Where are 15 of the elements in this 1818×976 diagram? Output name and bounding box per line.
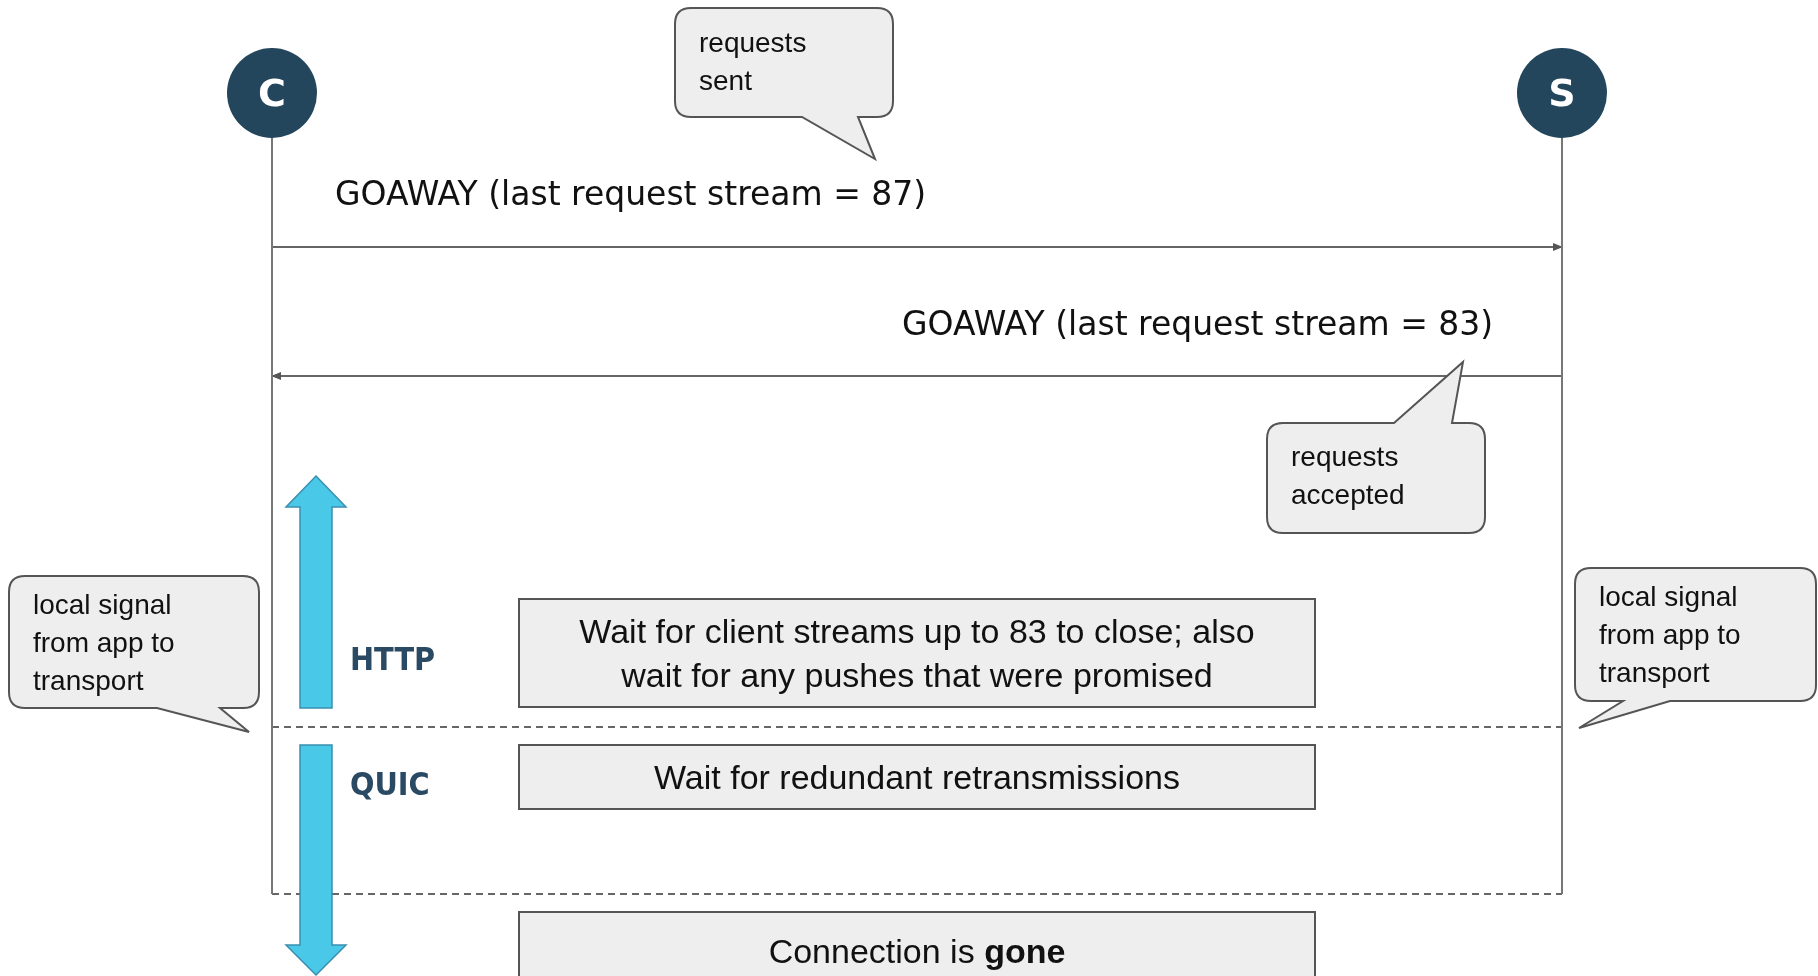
- edge-label: GOAWAY (last request stream = 83): [902, 304, 1494, 343]
- speech-bubble: requests accepted: [1267, 362, 1485, 533]
- layer-label: QUIC: [350, 765, 430, 803]
- arrow: [271, 243, 1563, 251]
- participant-circle: C: [227, 48, 317, 138]
- arrow: [271, 372, 1563, 380]
- speech-bubble: requests sent: [675, 8, 893, 160]
- layer-label: HTTP: [350, 640, 436, 678]
- speech-bubble: local signal from app to transport: [1575, 568, 1816, 729]
- speech-bubble: local signal from app to transport: [9, 576, 259, 733]
- process-box: Connection is gone: [518, 911, 1316, 976]
- edge-label: GOAWAY (last request stream = 87): [335, 174, 927, 213]
- process-box: Wait for client streams up to 83 to close; also wait for any pushes that were promised: [518, 598, 1316, 708]
- participant-circle: S: [1517, 48, 1607, 138]
- process-box: Wait for redundant retransmissions: [518, 744, 1316, 810]
